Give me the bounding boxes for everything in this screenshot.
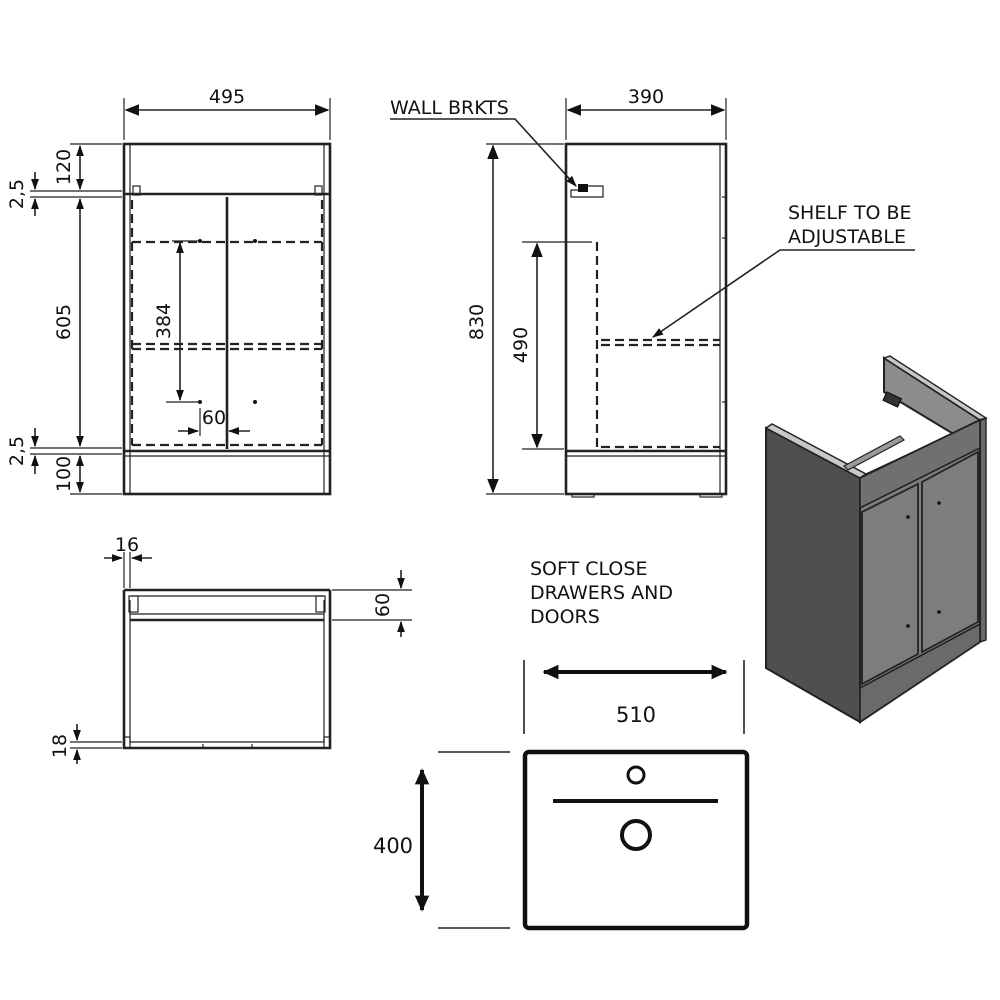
dim-gap-bottom: 2,5 [6,436,28,466]
dim-panel-thickness: 16 [115,534,139,556]
cabinet-side-panel [765,426,861,724]
dim-basin-depth: 400 [373,834,413,858]
soft-close-note: SOFT CLOSE DRAWERS AND DOORS [530,558,673,628]
cabinet-wall-bracket [882,391,903,408]
dim-handle-spacing: 384 [153,303,175,339]
handle-dot [253,400,257,404]
dim-basin-width: 510 [616,703,656,727]
dim-depth-side: 390 [628,86,664,108]
dim-plinth: 100 [53,456,75,492]
soft-close-line3: DOORS [530,606,600,628]
shelf-note-line2: ADJUSTABLE [788,226,906,248]
side-view: 390 830 490 WALL BRKTS SHELF TO BE ADJUS… [390,86,915,498]
dim-top-rail: 120 [53,149,75,185]
dim-gap-top: 2,5 [6,179,28,209]
plan-carcass [122,590,332,750]
dim-handle-offset: 60 [202,407,226,429]
shelf-note-leader [652,249,915,338]
soft-close-line1: SOFT CLOSE [530,558,647,580]
dim-width-front: 495 [209,86,245,108]
wall-brackets-label: WALL BRKTS [390,97,509,119]
dim-height-side: 830 [466,304,488,340]
plan-view: 16 60 18 [49,534,412,764]
handle-dot [253,239,257,243]
dim-rail-depth: 60 [372,593,394,617]
cabinet-door-left [861,482,919,686]
wall-brackets-leader [390,118,577,187]
basin-view: 510 400 [373,660,750,931]
side-cabinet-outline [564,142,728,496]
cabinet-3d-view [764,355,988,724]
dim-base-thickness: 18 [49,734,71,758]
soft-close-line2: DRAWERS AND [530,582,673,604]
tap-hole-icon [626,765,646,785]
shelf-note-line1: SHELF TO BE [788,202,912,224]
handle-dot [198,400,202,404]
dim-shelf-height: 490 [510,327,532,363]
dim-door-height: 605 [53,304,75,340]
waste-hole-icon [620,819,652,851]
front-view: 495 120 2,5 605 2,5 100 384 60 [6,86,332,496]
basin-outline [522,749,750,931]
front-cabinet-outline [122,142,332,496]
cabinet-door-right [921,450,979,654]
handle-dot [198,239,202,243]
